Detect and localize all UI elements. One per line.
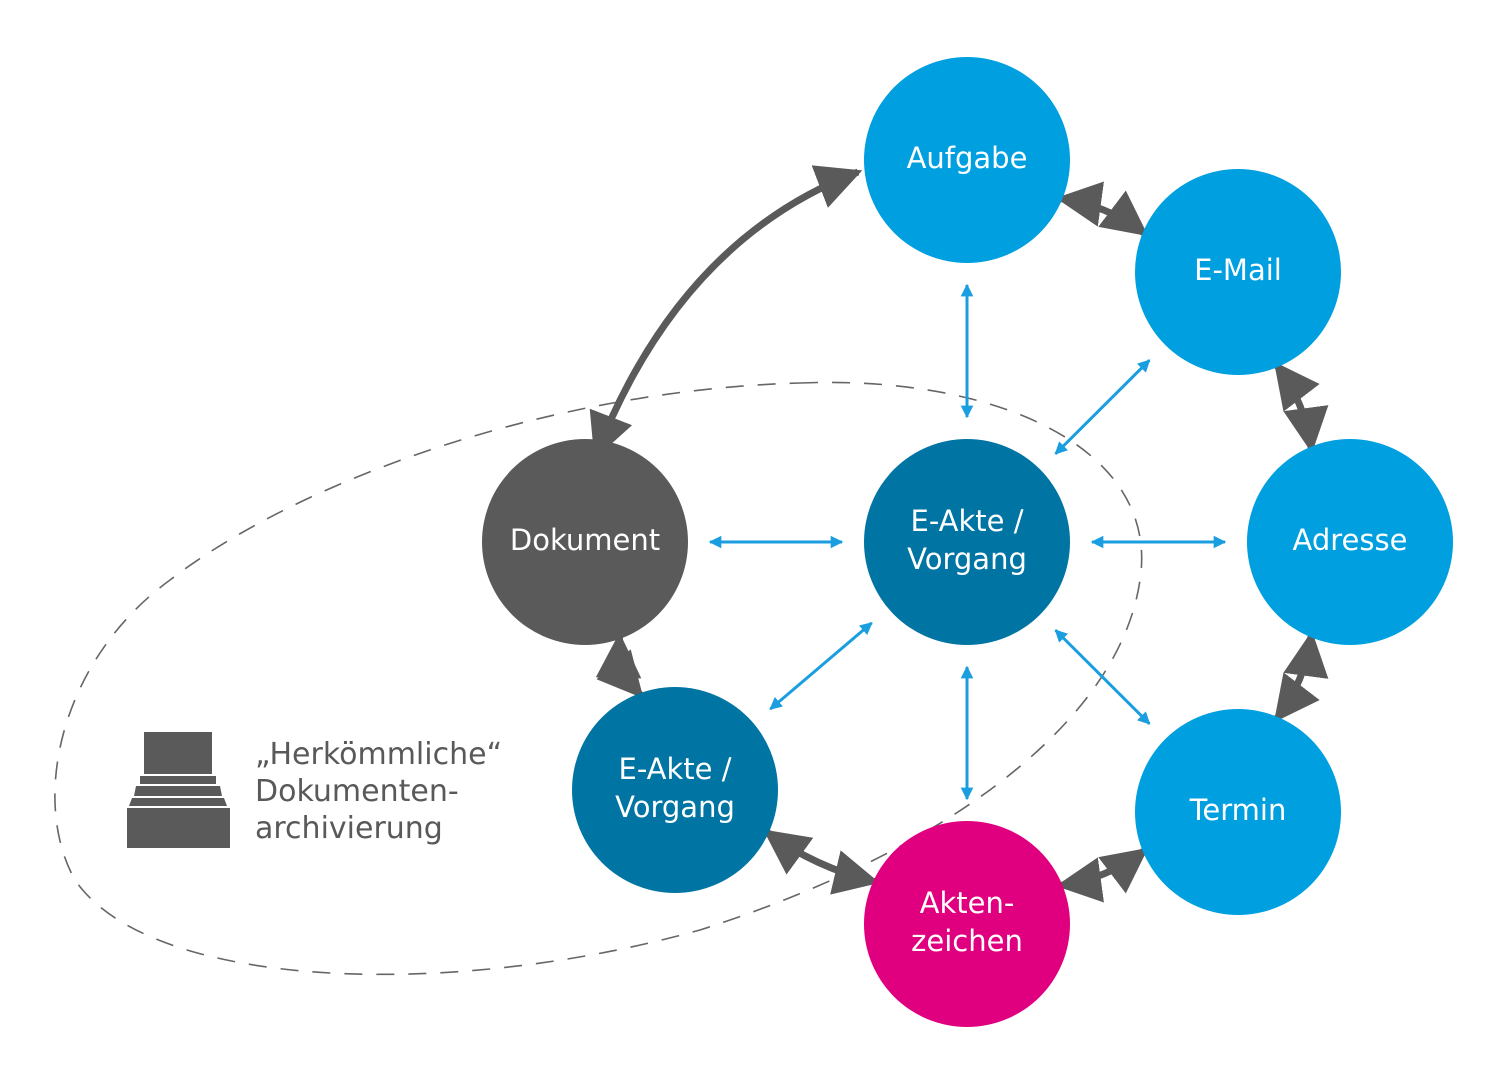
node-termin: Termin bbox=[1135, 709, 1341, 915]
link-arrow-termin-aktenzeichen bbox=[1055, 847, 1149, 903]
node-label: E-Akte / Vorgang bbox=[907, 504, 1027, 576]
link-arrow-adresse-termin bbox=[1273, 630, 1329, 723]
link-arrow-center-termin bbox=[1054, 629, 1151, 725]
legend-line: archivierung bbox=[255, 811, 443, 846]
node-label-line: Adresse bbox=[1293, 523, 1408, 557]
link-arrow-center-email bbox=[1054, 359, 1151, 455]
node-circle bbox=[482, 439, 688, 645]
node-label-line: Vorgang bbox=[907, 542, 1027, 576]
node-circle bbox=[572, 687, 778, 893]
node-dokument: Dokument bbox=[482, 439, 688, 645]
node-label: Aufgabe bbox=[907, 141, 1028, 175]
link-arrow-dokument-aufgabe bbox=[589, 165, 863, 460]
archive-box-icon bbox=[127, 732, 230, 848]
legend-line: „Herkömmliche“ bbox=[255, 737, 502, 772]
node-adresse: Adresse bbox=[1247, 439, 1453, 645]
node-label-line: Dokument bbox=[510, 523, 660, 557]
node-label: E-Akte / Vorgang bbox=[615, 752, 735, 824]
node-label: Adresse bbox=[1293, 523, 1408, 557]
node-circle bbox=[1135, 169, 1341, 375]
legend: „Herkömmliche“ Dokumenten- archivierung bbox=[127, 732, 512, 848]
node-circle bbox=[864, 821, 1070, 1027]
node-eakte-center: E-Akte / Vorgang bbox=[864, 439, 1070, 645]
node-label: E-Mail bbox=[1194, 253, 1282, 287]
node-label-line: E-Akte / bbox=[911, 504, 1024, 538]
link-arrow-aufgabe-email bbox=[1055, 181, 1149, 237]
node-email: E-Mail bbox=[1135, 169, 1341, 375]
legend-text: „Herkömmliche“ Dokumenten- archivierung bbox=[255, 737, 512, 846]
node-circle bbox=[864, 57, 1070, 263]
node-label: Dokument bbox=[510, 523, 660, 557]
node-circle bbox=[864, 439, 1070, 645]
node-label-line: zeichen bbox=[911, 924, 1023, 958]
node-aktenzeichen: Akten-zeichen bbox=[864, 821, 1070, 1027]
node-label-line: E-Mail bbox=[1194, 253, 1282, 287]
node-circle bbox=[1247, 439, 1453, 645]
link-arrow-email-adresse bbox=[1273, 361, 1329, 454]
link-arrow-eakte-sub-dokument bbox=[595, 632, 644, 699]
node-eakte-sub: E-Akte / Vorgang bbox=[572, 687, 778, 893]
node-label-line: Vorgang bbox=[615, 790, 735, 824]
node-label-line: Termin bbox=[1189, 793, 1287, 827]
traditional-archiving-boundary bbox=[54, 381, 1143, 976]
node-label-line: E-Akte / bbox=[619, 752, 732, 786]
legend-line: Dokumenten- bbox=[255, 774, 459, 809]
node-label-line: Akten- bbox=[920, 886, 1015, 920]
node-circle bbox=[1135, 709, 1341, 915]
link-arrow-aktenzeichen-eakte-sub bbox=[763, 829, 880, 895]
node-label-line: Aufgabe bbox=[907, 141, 1028, 175]
node-aufgabe: Aufgabe bbox=[864, 57, 1070, 263]
node-label: Akten-zeichen bbox=[911, 886, 1023, 958]
link-arrow-center-eakte-sub bbox=[769, 621, 873, 711]
node-label: Termin bbox=[1189, 793, 1287, 827]
